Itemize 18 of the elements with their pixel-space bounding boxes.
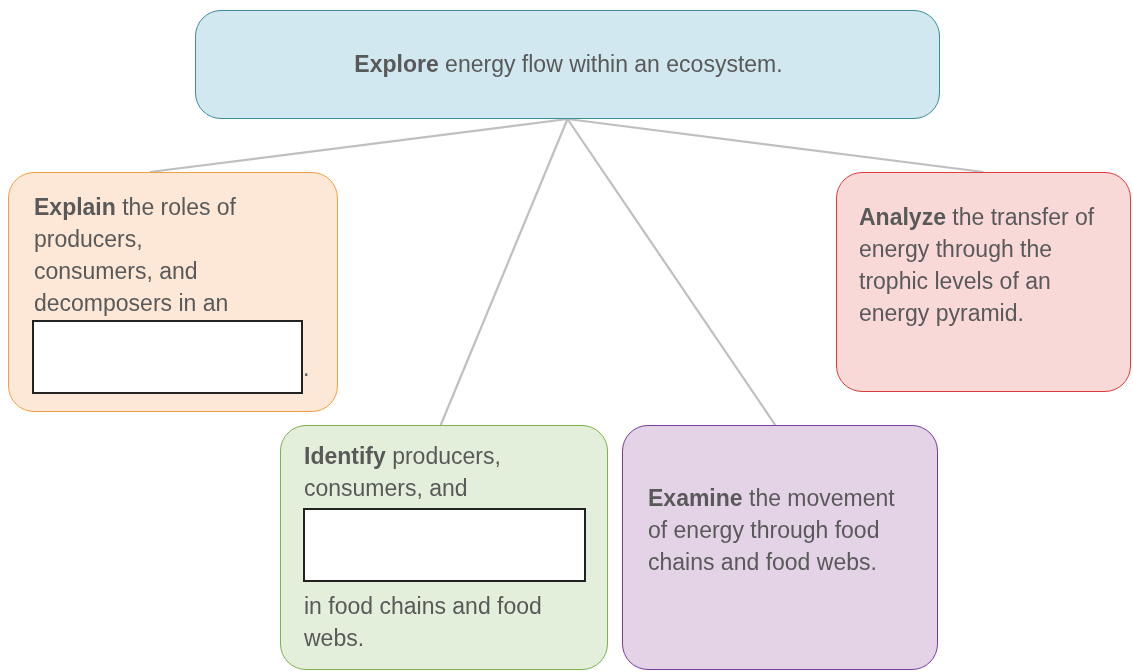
objective-text: Analyze the transfer of energy through the trophic levels of an energy pyramid. (859, 203, 1096, 328)
objective-text: Explain the roles of producers, consumers, and decomposers in an (34, 193, 237, 318)
objective-text: Examine the movement of energy through food chains and food webs. (648, 484, 896, 577)
objective-box (8, 172, 338, 412)
punctuation-text: . (303, 354, 311, 383)
connector-line (149, 117, 568, 174)
objective-box (836, 172, 1131, 392)
connector-line (439, 118, 569, 426)
connector-line (566, 118, 777, 426)
objective-box (622, 425, 938, 670)
objective-text: Identify producers, consumers, and (304, 442, 502, 503)
objective-text: Explore energy flow within an ecosystem. (353, 50, 784, 79)
answer-box (32, 320, 303, 394)
objective-text: in food chains and food webs. (304, 592, 543, 653)
objective-box (195, 10, 940, 119)
answer-box (303, 508, 586, 582)
objective-box (280, 425, 608, 670)
connector-line (567, 117, 984, 174)
